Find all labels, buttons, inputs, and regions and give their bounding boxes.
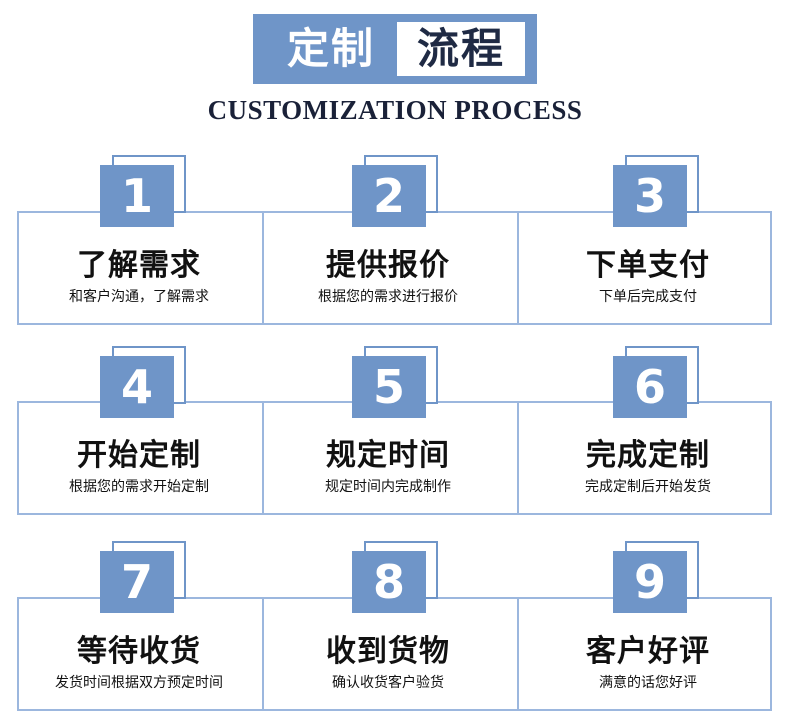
step-name: 客户好评 — [586, 634, 710, 669]
row-divider — [262, 599, 264, 709]
step-9: 客户好评 满意的话您好评 — [523, 634, 773, 692]
step-8: 收到货物 确认收货客户验货 — [263, 634, 513, 692]
step-description: 和客户沟通，了解需求 — [69, 289, 209, 305]
step-number: 2 — [352, 165, 426, 227]
step-5: 规定时间 规定时间内完成制作 — [263, 438, 513, 496]
step-4-badge: 4 — [100, 346, 190, 418]
step-1: 了解需求 和客户沟通，了解需求 — [14, 248, 264, 306]
step-8-badge: 8 — [352, 541, 442, 613]
step-2: 提供报价 根据您的需求进行报价 — [263, 248, 513, 306]
step-description: 发货时间根据双方预定时间 — [55, 675, 223, 691]
step-description: 根据您的需求进行报价 — [318, 289, 458, 305]
step-6-badge: 6 — [613, 346, 703, 418]
process-row-3 — [17, 597, 772, 711]
step-name: 开始定制 — [77, 438, 201, 473]
step-description: 完成定制后开始发货 — [585, 479, 711, 495]
row-divider — [517, 599, 519, 709]
subtitle: CUSTOMIZATION PROCESS — [207, 95, 583, 125]
step-number: 7 — [100, 551, 174, 613]
step-number: 6 — [613, 356, 687, 418]
row-divider — [262, 213, 264, 323]
step-number: 4 — [100, 356, 174, 418]
step-name: 规定时间 — [326, 438, 450, 473]
step-name: 下单支付 — [586, 248, 710, 283]
step-number: 9 — [613, 551, 687, 613]
step-number: 3 — [613, 165, 687, 227]
step-number: 1 — [100, 165, 174, 227]
step-description: 满意的话您好评 — [599, 675, 697, 691]
step-description: 确认收货客户验货 — [332, 675, 444, 691]
step-name: 提供报价 — [326, 248, 450, 283]
step-number: 5 — [352, 356, 426, 418]
step-name: 完成定制 — [586, 438, 710, 473]
step-4: 开始定制 根据您的需求开始定制 — [14, 438, 264, 496]
step-3-badge: 3 — [613, 155, 703, 227]
step-9-badge: 9 — [613, 541, 703, 613]
step-2-badge: 2 — [352, 155, 442, 227]
step-7: 等待收货 发货时间根据双方预定时间 — [14, 634, 264, 692]
step-description: 根据您的需求开始定制 — [69, 479, 209, 495]
step-description: 规定时间内完成制作 — [325, 479, 451, 495]
process-row-2 — [17, 401, 772, 515]
title-part-1: 定制 — [286, 24, 375, 73]
row-divider — [517, 403, 519, 513]
step-7-badge: 7 — [100, 541, 190, 613]
step-1-badge: 1 — [100, 155, 190, 227]
row-divider — [262, 403, 264, 513]
step-5-badge: 5 — [352, 346, 442, 418]
step-6: 完成定制 完成定制后开始发货 — [523, 438, 773, 496]
step-name: 了解需求 — [77, 248, 201, 283]
step-3: 下单支付 下单后完成支付 — [523, 248, 773, 306]
step-name: 等待收货 — [77, 634, 201, 669]
step-name: 收到货物 — [326, 634, 450, 669]
step-description: 下单后完成支付 — [599, 289, 697, 305]
row-divider — [517, 213, 519, 323]
step-number: 8 — [352, 551, 426, 613]
title-part-2: 流程 — [397, 22, 525, 76]
title-banner: 定制 流程 — [253, 14, 537, 84]
